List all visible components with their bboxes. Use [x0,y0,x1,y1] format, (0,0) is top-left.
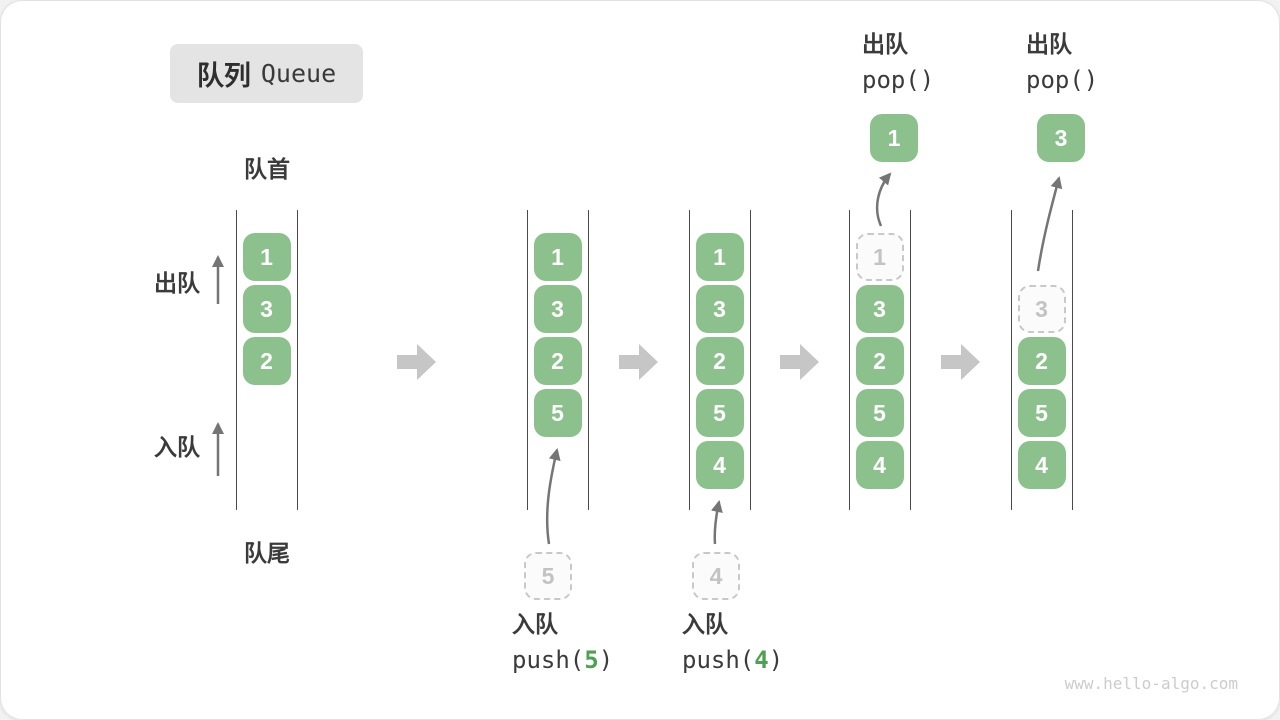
queue-state-3: 1 3 2 5 4 [689,210,751,510]
queue-item: 2 [533,337,582,385]
code-prefix: push( [512,646,585,674]
queue-item: 4 [1017,441,1066,489]
queue-state-2: 1 3 2 5 [527,210,589,510]
operation-label: 入队 [512,611,558,637]
code-suffix: ) [768,646,784,674]
operation-code: push(4) [682,642,783,678]
operation-code: pop() [1026,66,1099,94]
operation-push-5: 入队 push(5) [512,606,613,678]
state-transition-arrow-3 [780,344,819,380]
operation-label: 出队 [862,31,908,57]
title-zh: 队列 [196,61,251,91]
label-queue-front: 队首 [244,156,290,182]
code-arg: 5 [584,646,599,674]
label-dequeue: 出队 [154,270,200,296]
popped-item-3: 3 [1037,114,1085,162]
watermark: www.hello-algo.com [1064,674,1238,693]
queue-item: 4 [855,441,904,489]
operation-code: push(5) [512,642,613,678]
queue-item: 1 [533,233,582,281]
queue-item: 5 [1017,389,1066,437]
queue-item: 2 [242,337,291,385]
queue-item: 1 [242,233,291,281]
operation-label: 入队 [682,611,728,637]
queue-item: 3 [695,285,744,333]
removed-item: 1 [855,233,904,281]
queue-state-1: 1 3 2 [236,210,298,510]
removed-item: 3 [1017,285,1066,333]
code-arg: 4 [754,646,769,674]
queue-item: 4 [695,441,744,489]
operation-pop-2: 出队 pop() [1026,26,1098,98]
queue-item: 2 [855,337,904,385]
code-prefix: push( [682,646,755,674]
title-en: Queue [260,59,337,88]
queue-item: 5 [855,389,904,437]
label-queue-rear: 队尾 [244,540,290,566]
queue-item: 3 [855,285,904,333]
pending-item-4: 4 [692,552,740,600]
pending-item-5: 5 [524,552,572,600]
queue-item: 1 [695,233,744,281]
popped-item-1: 1 [870,114,918,162]
queue-item: 3 [533,285,582,333]
label-enqueue: 入队 [154,434,200,460]
state-transition-arrow-4 [941,344,980,380]
title-badge: 队列 Queue [170,44,363,103]
queue-item: 2 [695,337,744,385]
operation-code: pop() [862,66,935,94]
operation-label: 出队 [1026,31,1072,57]
queue-item: 5 [533,389,582,437]
queue-state-5: 3 2 5 4 [1011,210,1073,510]
operation-pop-1: 出队 pop() [862,26,934,98]
code-suffix: ) [598,646,614,674]
operation-push-4: 入队 push(4) [682,606,783,678]
queue-state-4: 1 3 2 5 4 [849,210,911,510]
queue-item: 5 [695,389,744,437]
queue-item: 3 [242,285,291,333]
state-transition-arrow-1 [397,344,436,380]
queue-item: 2 [1017,337,1066,385]
state-transition-arrow-2 [619,344,658,380]
